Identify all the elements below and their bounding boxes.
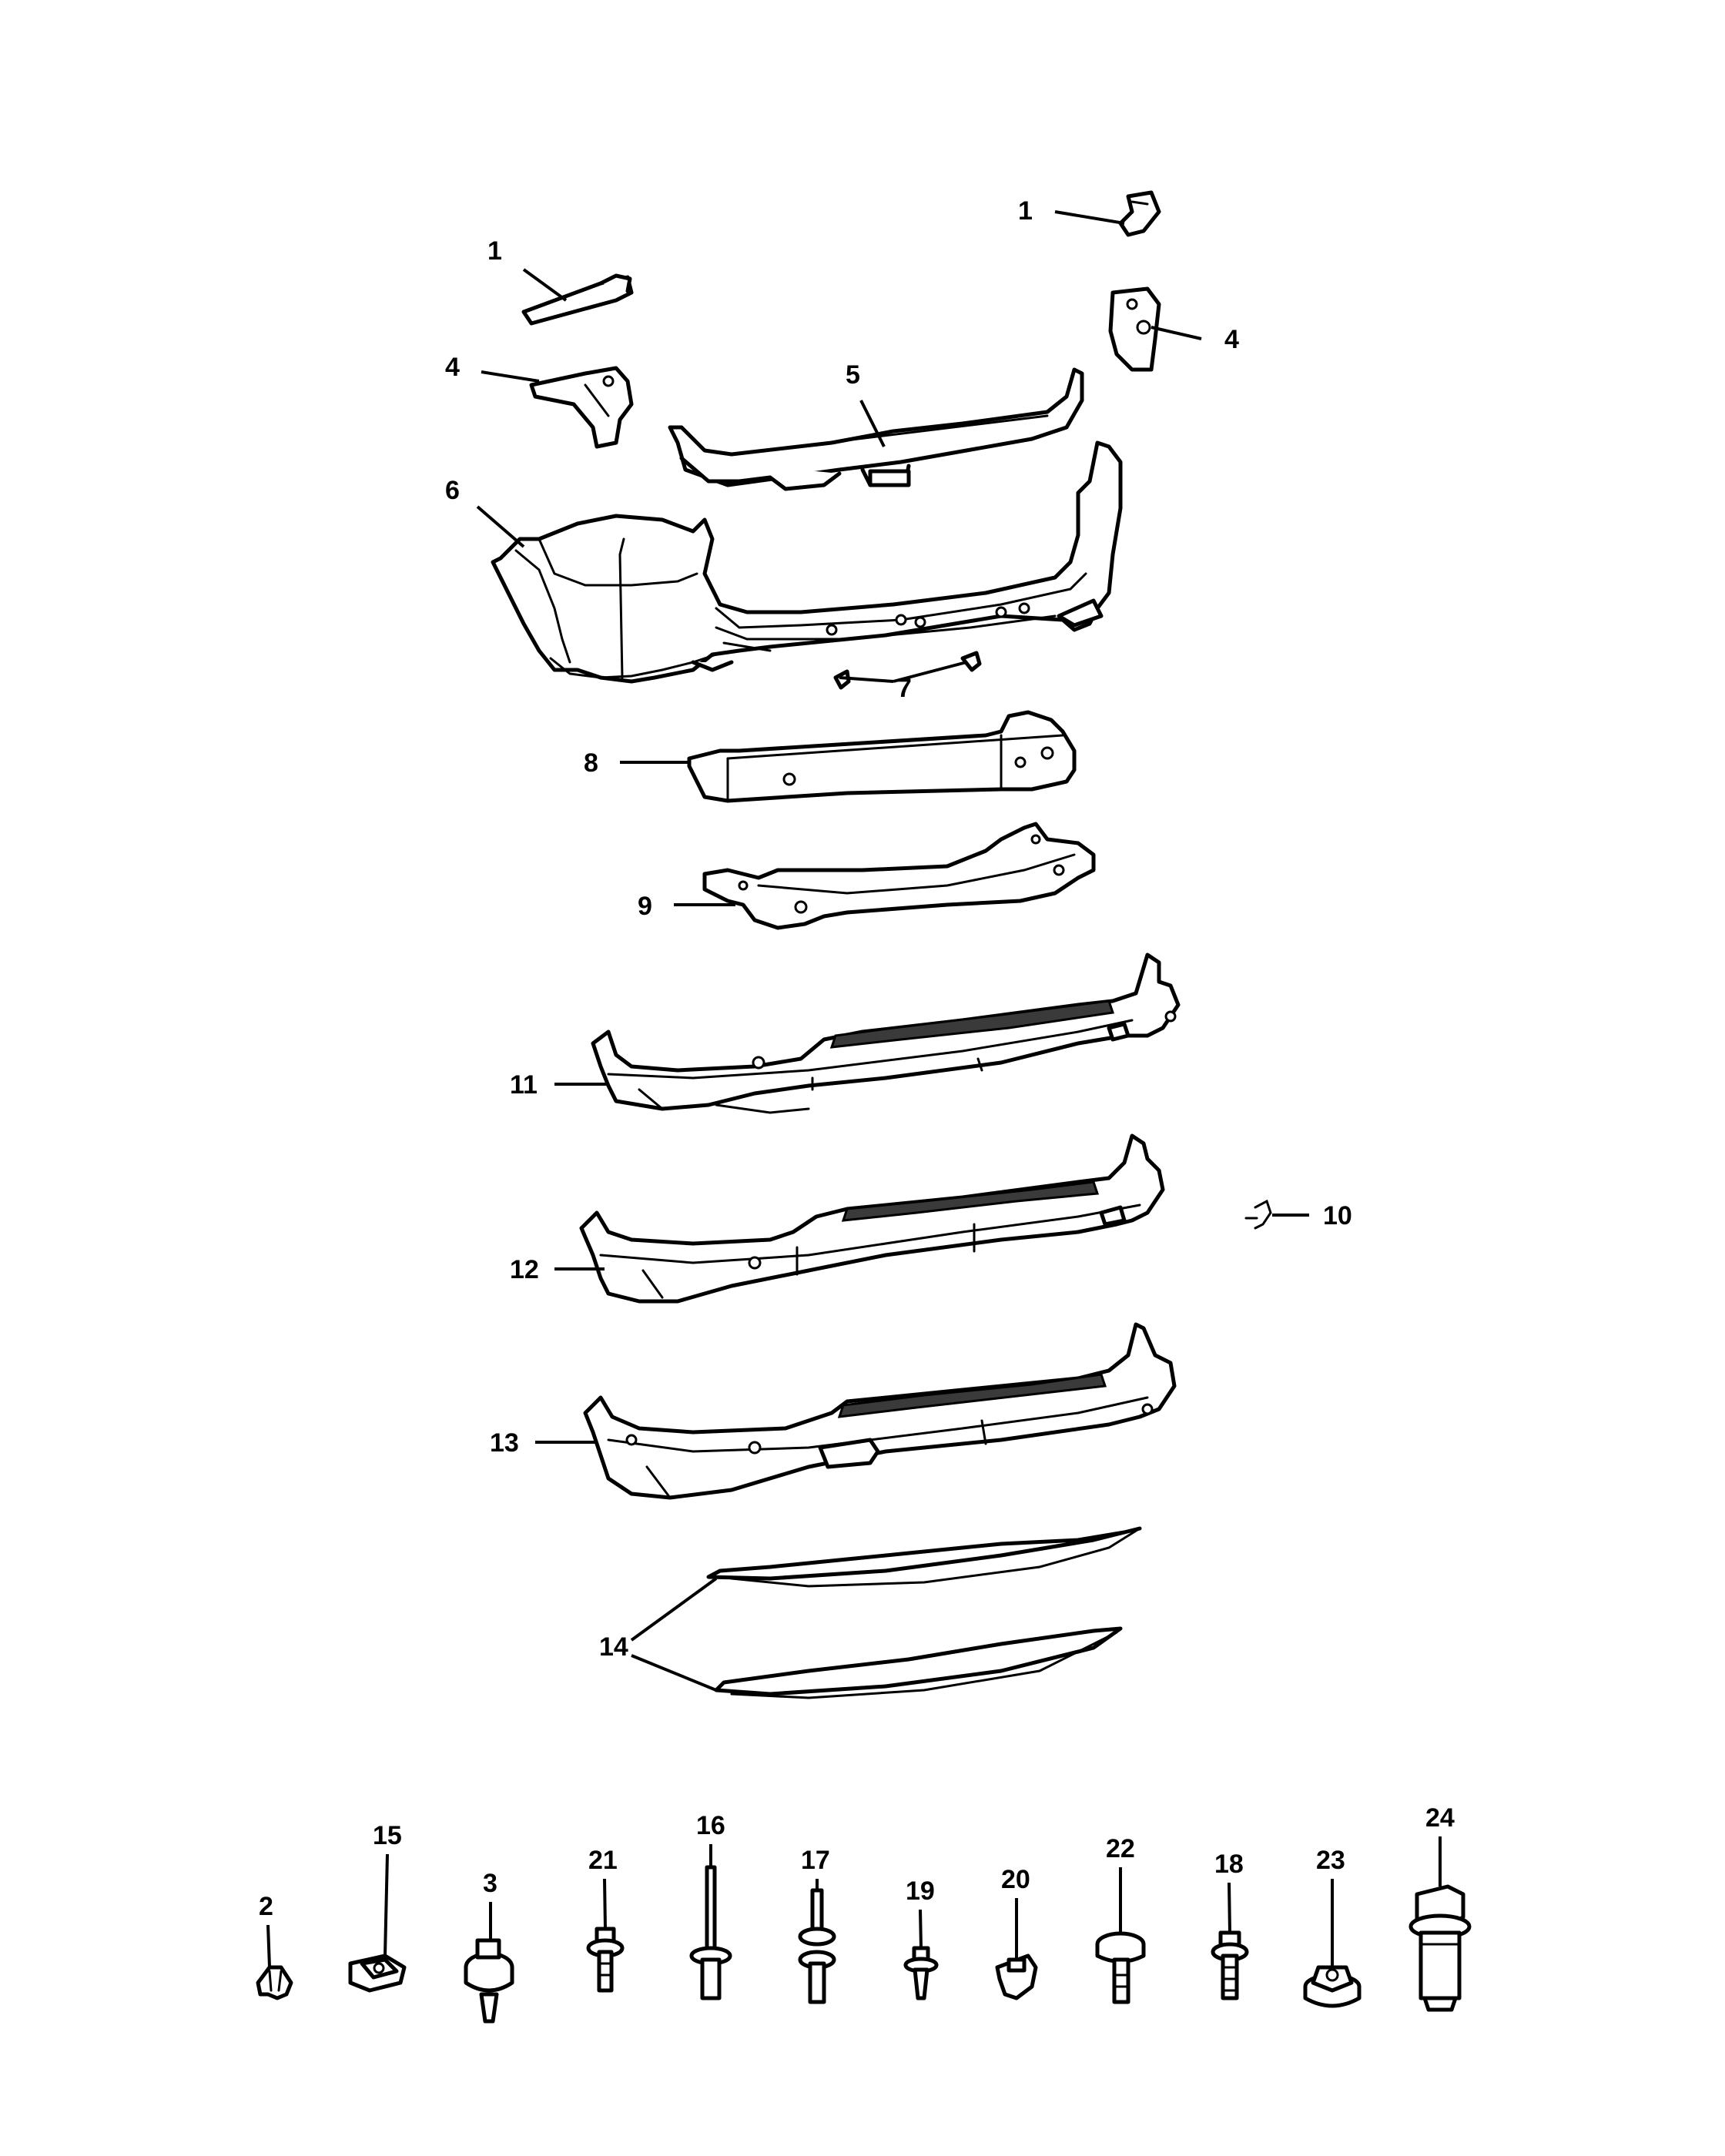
part-8-reinforcement	[687, 710, 1077, 803]
callout-4-right: 4	[1224, 325, 1239, 354]
callout-22: 22	[1106, 1834, 1135, 1863]
callout-23: 23	[1316, 1846, 1345, 1875]
callout-9: 9	[638, 892, 652, 921]
callout-12: 12	[510, 1255, 539, 1284]
callout-21: 21	[588, 1846, 618, 1875]
hardware-15-nut-clip	[348, 1953, 407, 1993]
part-7-clips	[833, 651, 982, 690]
part-10-clip	[1244, 1199, 1272, 1230]
hardware-17-rivet	[798, 1888, 836, 2004]
hardware-21-screw	[586, 1927, 625, 1993]
callout-10: 10	[1323, 1201, 1352, 1230]
callout-19: 19	[906, 1876, 935, 1906]
hardware-24-bolt	[1408, 1884, 1472, 2012]
hardware-20-clip	[995, 1953, 1038, 2000]
callout-6: 6	[445, 476, 460, 505]
part-12-lower-fascia	[579, 1133, 1165, 1304]
callout-16: 16	[696, 1811, 725, 1840]
part-9-reinforcement	[702, 822, 1096, 930]
callout-17: 17	[801, 1846, 830, 1875]
hardware-18-bolt	[1211, 1930, 1249, 2000]
callout-18: 18	[1214, 1850, 1244, 1879]
callout-20: 20	[1001, 1865, 1030, 1894]
callout-15: 15	[373, 1821, 402, 1850]
hardware-16-push-rivet	[689, 1865, 732, 2000]
callout-7: 7	[897, 674, 912, 703]
hardware-22-stud	[1095, 1931, 1146, 2004]
part-1-left-bracket	[521, 273, 634, 326]
callout-2: 2	[259, 1892, 273, 1921]
callout-1-right: 1	[1018, 196, 1033, 226]
hardware-19-screw	[903, 1946, 939, 2000]
part-1-right-bracket	[1118, 190, 1161, 237]
callout-13: 13	[490, 1428, 519, 1458]
callout-14: 14	[599, 1632, 628, 1662]
part-4-right-bracket	[1108, 286, 1161, 372]
callout-8: 8	[584, 748, 598, 778]
hardware-23-nut	[1303, 1965, 1362, 2008]
callout-5: 5	[846, 360, 860, 390]
part-11-lower-fascia	[591, 952, 1181, 1114]
callout-lines	[266, 210, 1442, 1968]
part-6-rear-bumper-fascia	[491, 440, 1123, 684]
hardware-3-push-pin	[464, 1938, 514, 2024]
hardware-2-clip	[256, 1965, 293, 2000]
part-5-fascia-support	[668, 367, 1084, 491]
callout-4-left: 4	[445, 353, 460, 382]
callout-3: 3	[483, 1869, 497, 1898]
callout-11: 11	[510, 1070, 538, 1100]
callout-1-left: 1	[487, 236, 502, 266]
callout-labels: 1 1 4 4 5 6 7 8 9 11 12 10 13 14 2 15 3 …	[259, 196, 1455, 1921]
part-14-skid-plates	[706, 1526, 1142, 1699]
part-4-left-bracket	[529, 366, 634, 449]
part-13-lower-fascia	[583, 1322, 1177, 1500]
callout-24: 24	[1425, 1803, 1455, 1833]
